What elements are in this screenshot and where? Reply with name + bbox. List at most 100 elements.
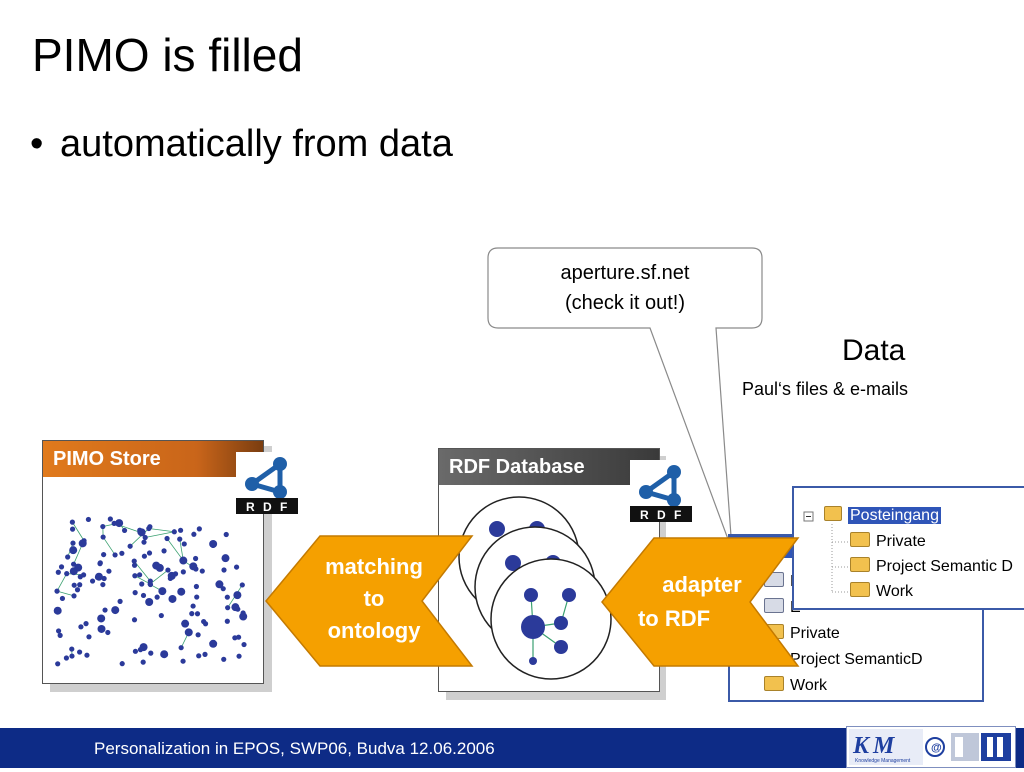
rdf-letter-d: D [657,508,666,522]
graph-node [106,569,111,574]
callout-text: aperture.sf.net (check it out!) [488,258,762,318]
graph-node [196,653,201,658]
graph-node [234,564,239,569]
tree-item-project[interactable]: Project Semantic D [850,557,1013,577]
tree-item-work[interactable]: Work [850,582,913,602]
graph-node [202,652,207,657]
graph-node [86,517,91,522]
graph-node [133,649,138,654]
callout-url[interactable]: aperture.sf.net [488,258,762,288]
graph-node [221,657,226,662]
graph-node [139,581,144,586]
graph-node [233,591,241,599]
graph-node [56,628,61,633]
graph-node [191,532,196,537]
graph-node [189,562,197,570]
matching-label-line2: to [364,586,385,611]
rdf-letter-r: R [640,508,649,522]
matching-label-line1: matching [325,554,423,579]
slide-title: PIMO is filled [32,28,303,82]
tree-item-posteingang[interactable]: Posteingang [824,506,941,526]
graph-node [81,538,86,543]
graph-node [141,660,146,665]
footer-text: Personalization in EPOS, SWP06, Budva 12… [94,738,495,760]
graph-node [160,650,168,658]
graph-node [132,573,137,578]
graph-node [143,535,148,540]
graph-node [180,659,185,664]
callout-note: (check it out!) [488,288,762,318]
graph-node [69,653,74,658]
graph-node [168,595,176,603]
tree-item-private[interactable]: Private [850,532,926,552]
graph-node [141,540,146,545]
pimo-store-header: PIMO Store [43,441,263,477]
graph-node [70,520,75,525]
matching-label-line3: ontology [328,618,422,643]
graph-node [84,653,89,658]
graph-node [195,611,200,616]
graph-node [159,613,164,618]
graph-node [69,546,77,554]
graph-node [161,548,166,553]
adapter-label-line2: to RDF [638,606,710,631]
graph-node [185,628,193,636]
graph-node [119,551,124,556]
mail-folder-icon [850,582,870,597]
graph-node [111,606,119,614]
graph-node [115,519,123,527]
graph-node [72,583,77,588]
graph-node [191,603,196,608]
graph-node [172,529,177,534]
graph-node [164,536,169,541]
bullet-item: •automatically from data [30,120,453,168]
graph-node [225,605,230,610]
graph-node [56,570,61,575]
rdf-letter-r: R [246,500,255,514]
graph-node [177,537,182,542]
graph-node [58,633,63,638]
rdf-letter-f: F [674,508,681,522]
graph-node [59,564,64,569]
graph-node [201,619,206,624]
graph-node [54,607,62,615]
graph-node [209,640,217,648]
graph-node [54,589,59,594]
graph-node [148,582,153,587]
graph-node [83,621,88,626]
graph-node [128,544,133,549]
graph-node [241,642,246,647]
graph-node [70,527,75,532]
graph-node [98,626,103,631]
graph-node [221,554,229,562]
km-dfki-logo-icon: K M Knowledge Management @ [847,727,1015,767]
graph-node [74,564,82,572]
graph-node [95,573,103,581]
graph-node [97,614,105,622]
graph-node [101,552,106,557]
graph-node [60,596,65,601]
graph-node [210,543,215,548]
graph-edge [72,522,84,541]
adapter-arrow: adapter to RDF [598,534,802,670]
graph-node [215,580,223,588]
matching-arrow: matching to ontology [262,532,476,670]
graph-node [231,603,239,611]
bullet-text: automatically from data [60,123,453,165]
graph-edge [57,574,67,591]
rdf-letter-f: F [280,500,287,514]
pimo-ontology-graph [51,513,251,673]
file-tree-back-item[interactable]: Work [764,676,827,696]
graph-node [71,593,76,598]
graph-node [55,661,60,666]
svg-text:M: M [872,733,896,759]
graph-node [145,598,153,606]
graph-node [236,654,241,659]
graph-node [65,554,70,559]
folder-icon [764,676,784,691]
graph-node [69,646,74,651]
graph-node [102,607,107,612]
graph-node [70,541,75,546]
mail-folder-icon [850,532,870,547]
graph-node [189,611,194,616]
